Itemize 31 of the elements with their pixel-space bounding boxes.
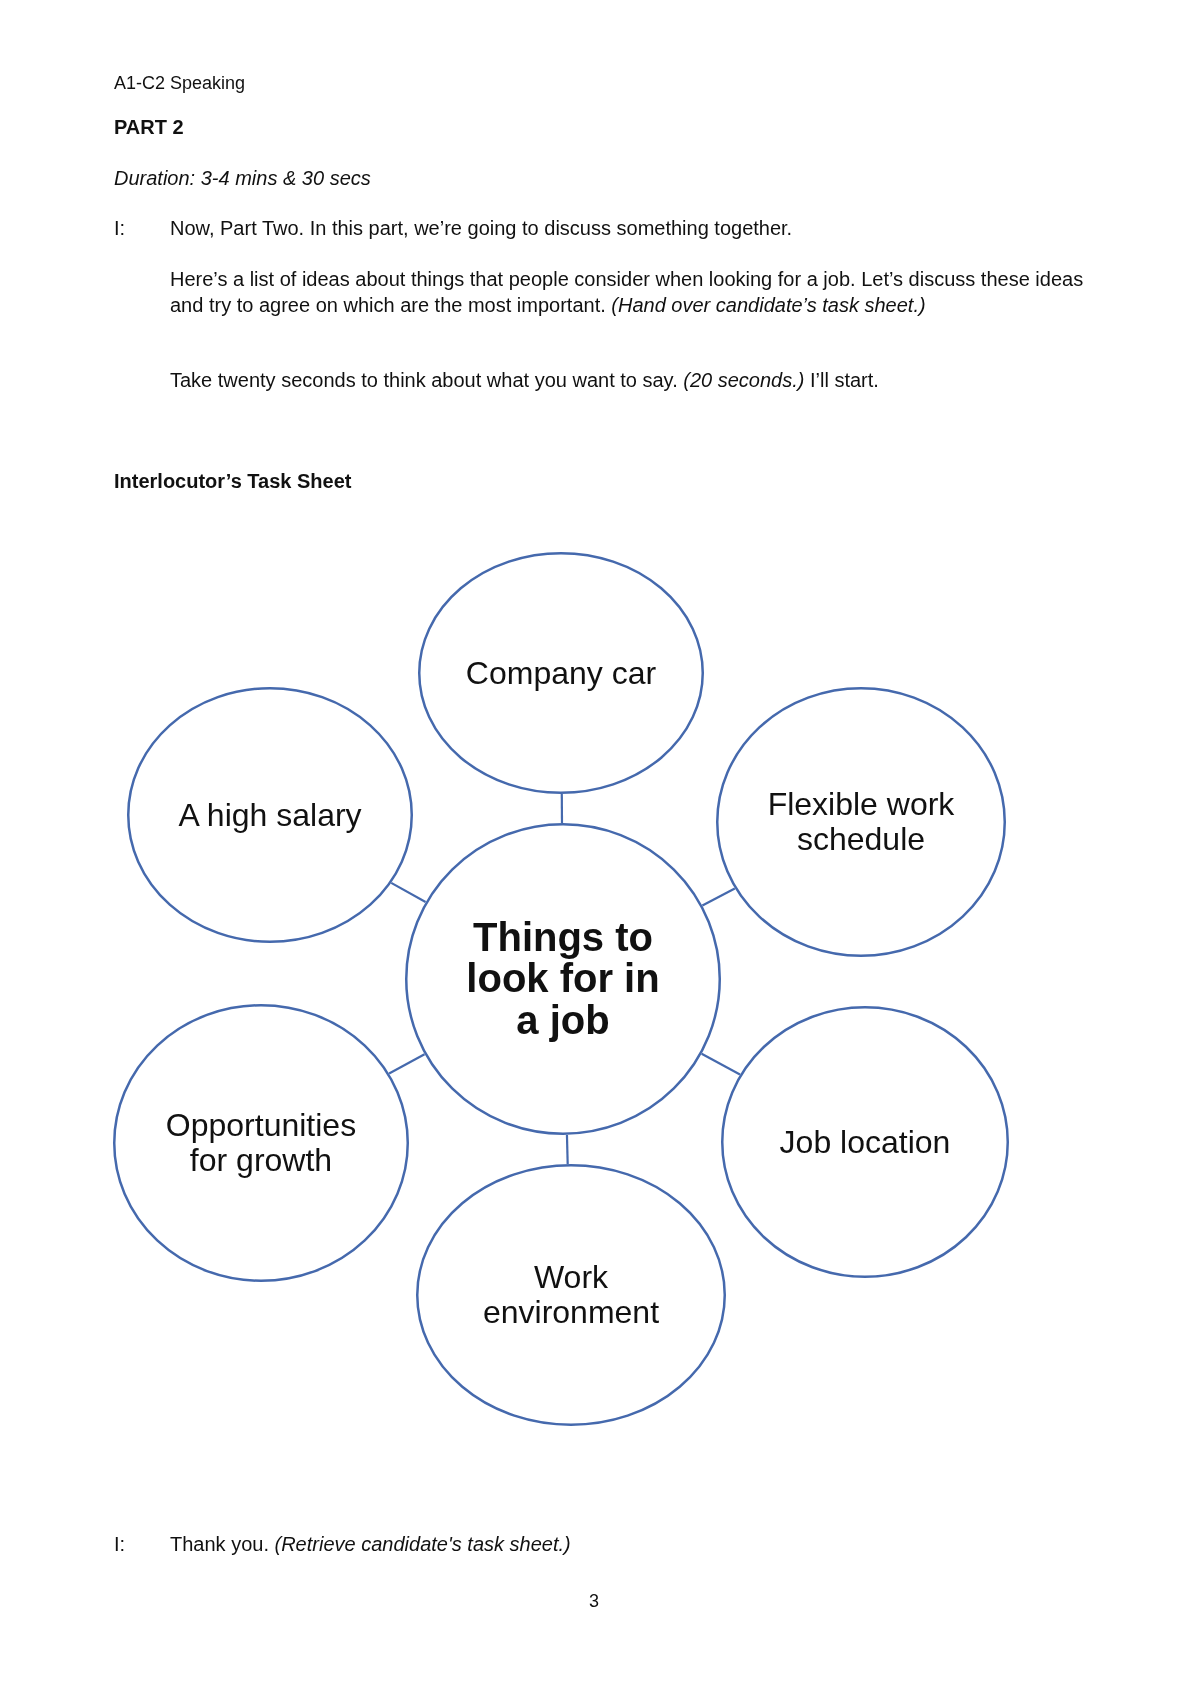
topic-text: Job location: [778, 1124, 952, 1160]
speaker-label: I:: [114, 1532, 126, 1557]
connector-line: [565, 1134, 569, 1165]
duration-text: Duration: 3-4 mins & 30 secs: [114, 166, 371, 191]
running-header: A1-C2 Speaking: [114, 71, 246, 95]
script-text: Here’s a list of ideas about things that people consider when looking for a job. Let’s discuss these ideas and try to agree on which are the most important. (Hand over candidate’s task sheet.): [170, 267, 1085, 318]
part-heading: PART 2: [114, 115, 184, 140]
topic-ellipse: [416, 1164, 726, 1426]
topic-ellipse: [113, 1004, 409, 1282]
topic-text: A high salary: [177, 797, 363, 833]
topic-text: Opportunities for growth: [164, 1108, 358, 1178]
topic-ellipse: [418, 552, 704, 794]
connector-line: [701, 887, 736, 907]
topic-text: Flexible work schedule: [766, 787, 956, 857]
topic-text: Work environment: [481, 1260, 661, 1330]
topic-text: Company car: [464, 655, 658, 691]
topic-ellipse: [127, 687, 413, 943]
speaker-label: I:: [114, 216, 126, 241]
central-topic-ellipse: [405, 823, 721, 1135]
topic-ellipse: [721, 1006, 1009, 1278]
topic-ellipse: [716, 687, 1006, 957]
connector-line: [560, 794, 564, 823]
script-text: Take twenty seconds to think about what you want to say. (20 seconds.) I’ll start.: [170, 368, 879, 393]
connector-line: [388, 1053, 426, 1075]
script-text: Thank you. (Retrieve candidate's task sheet.): [170, 1532, 571, 1557]
central-topic-text: Things to look for in a job: [465, 917, 661, 1041]
script-text: Now, Part Two. In this part, we’re going to discuss something together.: [170, 216, 793, 241]
connector-line: [701, 1052, 741, 1076]
connector-line: [390, 881, 427, 904]
page-number: 3: [589, 1589, 599, 1613]
task-sheet-heading: Interlocutor’s Task Sheet: [114, 469, 352, 494]
